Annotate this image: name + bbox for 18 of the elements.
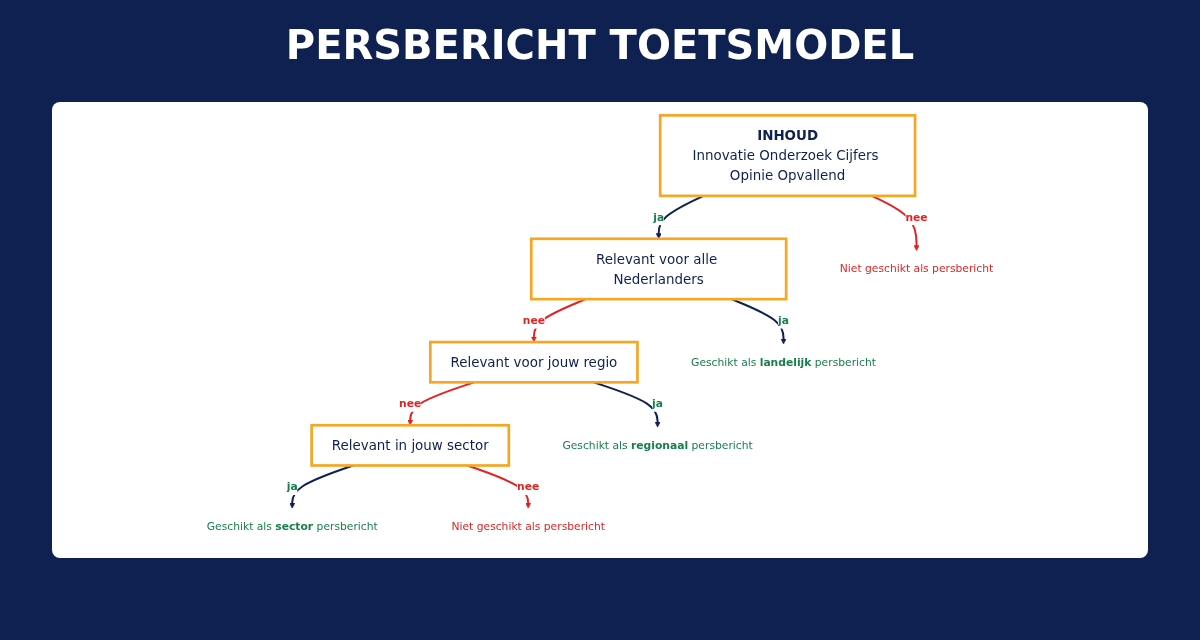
edge-label: nee — [517, 480, 540, 493]
edge-label: nee — [522, 313, 545, 327]
edge-label: nee — [399, 397, 422, 410]
title: PERSBERICHT TOETSMODEL — [285, 22, 915, 68]
node-box: Relevant voor jouw regio — [429, 340, 639, 384]
node-text: Geschikt als landelijk persbericht — [691, 355, 876, 369]
edge-label: ja — [652, 397, 664, 410]
node-text: Niet geschikt als persbericht — [451, 519, 605, 533]
edge-label: ja — [653, 210, 665, 224]
edge-label: nee — [905, 210, 928, 224]
node-box: Relevant in jouw sector — [310, 423, 511, 467]
node-text: Niet geschikt als persbericht — [839, 262, 994, 275]
node-box: Relevant voor alle Nederlanders — [529, 237, 788, 301]
edge-label: ja — [778, 313, 789, 327]
node-text: Geschikt als regionaal persbericht — [562, 438, 753, 452]
node-text: Geschikt als sector persbericht — [206, 519, 378, 533]
edge-label: ja — [286, 480, 298, 493]
node-box: INHOUD Innovatie Onderzoek Cijfers Opinie Opvallend — [658, 114, 917, 198]
